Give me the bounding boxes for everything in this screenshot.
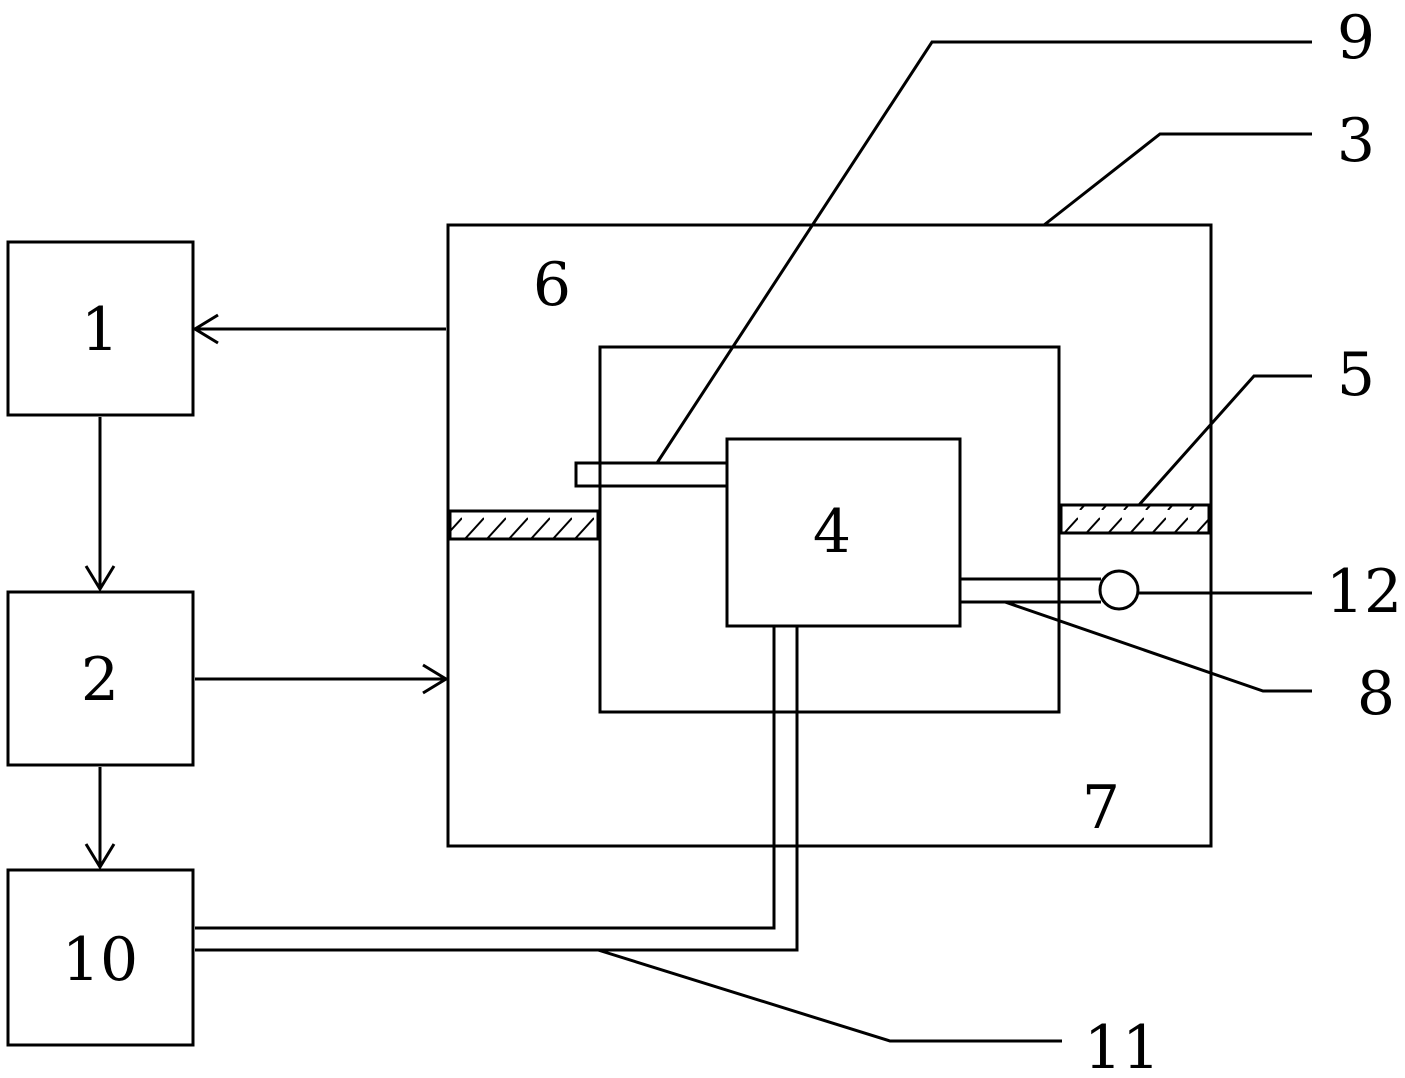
left-tube [574,461,727,488]
block-10 [6,868,195,1047]
callout-12: 12 [1326,557,1402,627]
label-block-2: 2 [81,645,119,715]
label-block-4: 4 [813,497,851,567]
cable-inner [195,626,776,930]
label-region-7: 7 [1082,773,1120,843]
arrow-1-to-2 [84,417,116,592]
block-2 [6,590,195,767]
leader-3 [1043,132,1312,227]
leader-11 [597,948,1062,1043]
block-4 [725,437,962,628]
label-block-1: 1 [81,295,119,365]
leader-5 [1137,374,1312,506]
left-hatched-support [448,509,600,541]
callout-8: 8 [1357,659,1395,729]
callout-9: 9 [1337,3,1375,73]
cable-outer [195,626,799,952]
arrow-2-to-10 [84,767,116,870]
callout-11: 11 [1084,1013,1160,1078]
sensor-circle [1098,569,1140,611]
leader-9 [655,40,1312,464]
arrow-enclosure-to-1 [192,313,446,345]
callout-3: 3 [1337,106,1375,176]
arrow-2-to-enclosure [195,663,449,695]
label-block-10: 10 [62,925,138,995]
outer-enclosure [446,223,1213,848]
leader-8 [1004,600,1312,693]
right-hatched-support [1059,503,1211,535]
callout-5: 5 [1337,340,1375,410]
inner-enclosure [598,345,1061,714]
label-region-6: 6 [533,250,571,320]
